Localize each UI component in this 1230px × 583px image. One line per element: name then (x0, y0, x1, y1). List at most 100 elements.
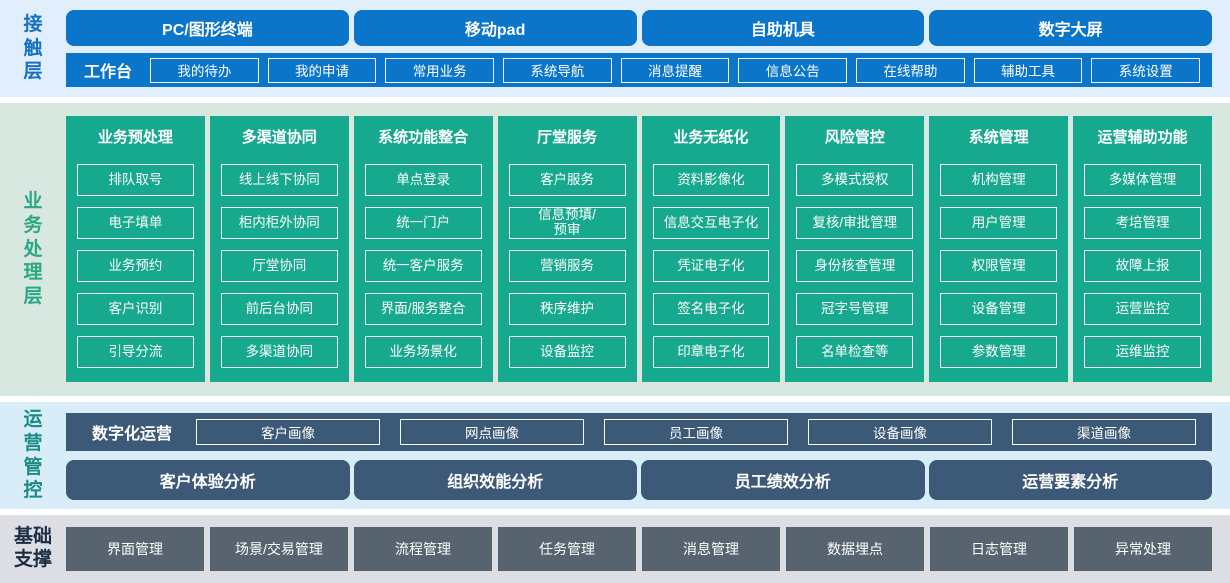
biz-item: 印章电子化 (652, 336, 770, 368)
profile-customer: 客户画像 (196, 419, 381, 445)
profile-employee: 员工画像 (604, 419, 789, 445)
biz-item: 冠字号管理 (796, 293, 914, 325)
biz-item: 厅堂协同 (220, 250, 338, 282)
terminal-digital-screen: 数字大屏 (929, 10, 1212, 46)
biz-item: 运营监控 (1084, 293, 1201, 325)
biz-item: 电子填单 (77, 207, 194, 239)
biz-item: 统一客户服务 (364, 250, 482, 282)
foundation-process-management: 流程管理 (354, 527, 492, 571)
biz-item: 业务预约 (77, 250, 194, 282)
biz-item: 机构管理 (940, 164, 1058, 196)
biz-item: 复核/审批管理 (796, 207, 914, 239)
foundation-layer-label: 基础支撑 (13, 526, 52, 570)
foundation-layer-section: 基础支撑 界面管理 场景/交易管理 流程管理 任务管理 消息管理 数据埋点 日志… (0, 515, 1230, 583)
biz-item: 多模式授权 (796, 164, 914, 196)
workbench-item-aux-tools: 辅助工具 (973, 57, 1083, 83)
biz-item: 参数管理 (940, 336, 1058, 368)
biz-item: 多媒体管理 (1084, 164, 1201, 196)
biz-item: 引导分流 (77, 336, 194, 368)
column-title: 系统功能整合 (378, 129, 469, 146)
analysis-employee-performance: 员工绩效分析 (641, 460, 925, 500)
biz-item: 考培管理 (1084, 207, 1201, 239)
workbench-item-applications: 我的申请 (267, 57, 377, 83)
foundation-exception-handling: 异常处理 (1074, 527, 1212, 571)
biz-item: 设备监控 (508, 336, 626, 368)
column-system-integration: 系统功能整合 单点登录 统一门户 统一客户服务 界面/服务整合 业务场景化 (353, 116, 493, 382)
biz-item: 信息交互电子化 (652, 207, 770, 239)
profile-items: 客户画像 网点画像 员工画像 设备画像 渠道画像 (196, 419, 1197, 445)
contact-layer-section: 接触层 PC/图形终端 移动pad 自助机具 数字大屏 工作台 我的待办 我的申… (0, 0, 1230, 97)
biz-item: 营销服务 (508, 250, 626, 282)
terminal-row: PC/图形终端 移动pad 自助机具 数字大屏 (66, 0, 1212, 46)
biz-item: 线上线下协同 (220, 164, 338, 196)
business-columns: 业务预处理 排队取号 电子填单 业务预约 客户识别 引导分流 多渠道协同 线上线… (66, 103, 1212, 395)
biz-item: 运维监控 (1084, 336, 1201, 368)
contact-layer-label: 接触层 (23, 13, 43, 83)
workbench-item-system-nav: 系统导航 (503, 57, 612, 83)
profile-device: 设备画像 (808, 419, 993, 445)
terminal-mobile-pad: 移动pad (353, 10, 637, 46)
column-title: 运营辅助功能 (1097, 129, 1188, 146)
workbench-item-todo: 我的待办 (150, 57, 259, 83)
analysis-row: 客户体验分析 组织效能分析 员工绩效分析 运营要素分析 (66, 460, 1212, 500)
biz-item: 柜内柜外协同 (220, 207, 338, 239)
biz-item: 前后台协同 (220, 293, 338, 325)
analysis-customer-experience: 客户体验分析 (66, 460, 350, 500)
foundation-message-management: 消息管理 (642, 527, 780, 571)
operations-layer-section: 运营管控 数字化运营 客户画像 网点画像 员工画像 设备画像 渠道画像 客户体验… (0, 402, 1230, 509)
column-title: 风险管控 (824, 129, 885, 146)
column-business-preprocess: 业务预处理 排队取号 电子填单 业务预约 客户识别 引导分流 (66, 116, 205, 382)
biz-item: 用户管理 (940, 207, 1058, 239)
foundation-ui-management: 界面管理 (66, 527, 204, 571)
foundation-items: 界面管理 场景/交易管理 流程管理 任务管理 消息管理 数据埋点 日志管理 异常… (66, 515, 1212, 583)
biz-item: 多渠道协同 (220, 336, 338, 368)
workbench-items: 我的待办 我的申请 常用业务 系统导航 消息提醒 信息公告 在线帮助 辅助工具 … (150, 57, 1201, 83)
column-title: 业务无纸化 (673, 129, 749, 146)
foundation-layer-label-area: 基础支撑 (0, 515, 66, 583)
biz-item: 单点登录 (364, 164, 482, 196)
biz-item: 权限管理 (940, 250, 1058, 282)
analysis-org-efficiency: 组织效能分析 (353, 460, 637, 500)
biz-item: 界面/服务整合 (364, 293, 482, 325)
column-multichannel: 多渠道协同 线上线下协同 柜内柜外协同 厅堂协同 前后台协同 多渠道协同 (209, 116, 349, 382)
biz-item: 凭证电子化 (652, 250, 770, 282)
operations-layer-label-area: 运营管控 (0, 402, 66, 509)
biz-item: 设备管理 (940, 293, 1058, 325)
workbench-label: 工作台 (84, 64, 133, 81)
business-layer-label: 业务处理层 (23, 191, 43, 308)
column-risk-control: 风险管控 多模式授权 复核/审批管理 身份核查管理 冠字号管理 名单检查等 (785, 116, 925, 382)
biz-item: 统一门户 (364, 207, 482, 239)
digital-ops-bar: 数字化运营 客户画像 网点画像 员工画像 设备画像 渠道画像 (66, 413, 1212, 451)
workbench-item-system-settings: 系统设置 (1091, 57, 1201, 83)
column-title: 业务预处理 (97, 129, 173, 146)
foundation-log-management: 日志管理 (930, 527, 1068, 571)
profile-channel: 渠道画像 (1012, 419, 1197, 445)
column-title: 系统管理 (968, 129, 1029, 146)
terminal-self-service: 自助机具 (641, 10, 925, 46)
biz-item: 秩序维护 (508, 293, 626, 325)
column-system-management: 系统管理 机构管理 用户管理 权限管理 设备管理 参数管理 (929, 116, 1069, 382)
workbench-item-info-bulletin: 信息公告 (738, 57, 848, 83)
column-ops-aux-functions: 运营辅助功能 多媒体管理 考培管理 故障上报 运营监控 运维监控 (1073, 116, 1212, 382)
workbench-item-common-business: 常用业务 (385, 57, 495, 83)
foundation-data-tracking: 数据埋点 (786, 527, 924, 571)
biz-item: 信息预填/ 预审 (508, 207, 626, 239)
business-layer-section: 业务处理层 业务预处理 排队取号 电子填单 业务预约 客户识别 引导分流 多渠道… (0, 103, 1230, 396)
operations-layer-label: 运营管控 (23, 409, 43, 502)
column-lobby-service: 厅堂服务 客户服务 信息预填/ 预审 营销服务 秩序维护 设备监控 (497, 116, 637, 382)
foundation-scene-transaction-management: 场景/交易管理 (210, 527, 348, 571)
foundation-task-management: 任务管理 (498, 527, 636, 571)
column-title: 厅堂服务 (537, 129, 598, 146)
contact-layer-label-area: 接触层 (0, 0, 66, 97)
biz-item: 名单检查等 (796, 336, 914, 368)
profile-branch: 网点画像 (400, 419, 585, 445)
biz-item: 故障上报 (1084, 250, 1201, 282)
workbench-bar: 工作台 我的待办 我的申请 常用业务 系统导航 消息提醒 信息公告 在线帮助 辅… (66, 53, 1212, 87)
analysis-ops-factors: 运营要素分析 (928, 460, 1212, 500)
biz-item: 签名电子化 (652, 293, 770, 325)
biz-item: 身份核查管理 (796, 250, 914, 282)
workbench-item-online-help: 在线帮助 (856, 57, 965, 83)
biz-item: 业务场景化 (364, 336, 482, 368)
biz-item: 资料影像化 (652, 164, 770, 196)
business-layer-label-area: 业务处理层 (0, 103, 66, 396)
